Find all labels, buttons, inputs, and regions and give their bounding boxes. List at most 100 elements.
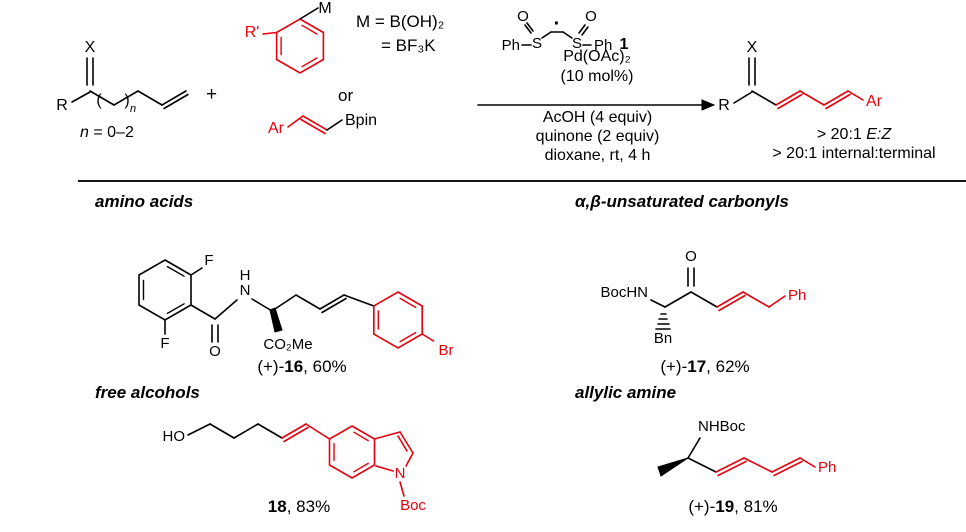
nitrogen-atom-label: N [395,465,406,482]
caption-yield: , 83% [286,497,331,516]
n-range-text: = 0–2 [88,124,134,141]
x-atom-label: X [85,39,96,56]
compound-number: 18 [267,497,287,516]
phenyl-label: Ph [594,37,612,54]
caption-yield: , 62% [706,357,750,376]
difluorophenyl-ring [138,259,192,321]
vinyl-red-bonds [287,115,328,135]
bromine-atom-label: Br [439,342,454,359]
caption-prefix: (+)- [257,357,285,376]
caption-yield: , 60% [303,357,347,376]
heading-amino-acids: amino acids [95,192,194,211]
n-subscript-label: n [130,103,136,115]
arrowhead [701,99,716,111]
compound-16-structure: F F O HN CO₂Me Br [138,252,454,360]
compound-18-red-bonds [281,423,414,497]
r-group-label: R [718,97,730,114]
heading-free-alcohols: free alcohols [95,383,200,402]
complex-dot-label: · [554,13,561,35]
ester-group-label: CO₂Me [263,336,312,353]
metal-definition-line2: = BF₃K [381,36,436,55]
heading-unsaturated-carbonyls: α,β-unsaturated carbonyls [575,192,789,211]
r-prime-bond [262,31,278,35]
phenyl-label: Ph [788,287,806,304]
conditions-block: AcOH (4 equiv) quinone (2 equiv) dioxane… [480,109,715,166]
or-label: or [338,86,354,105]
r-group-label: R [56,97,68,114]
product-diene-bonds [775,90,864,110]
compound-16-atom-labels: F F O HN CO₂Me Br [160,252,453,360]
product-atom-labels: X R Ar [718,39,882,114]
stereo-wedge [269,307,283,333]
close-paren-label: ) [124,92,129,109]
compound-number: 19 [715,497,735,516]
oxygen-atom-label: O [209,343,221,360]
selectivity-ratio: > 20:1 [816,126,867,143]
condition-line-3: dioxane, rt, 4 h [544,146,651,164]
phenyl-label: Ph [818,459,836,476]
compound-17-structure: BocHN Bn O Ph [600,248,806,347]
aryl-partner-structure: MR' [245,0,332,74]
stereo-wedge [657,457,689,477]
benzene-ring [275,18,325,74]
phenyl-label: Ph [502,37,520,54]
benzyl-label: Bn [654,330,672,347]
compound-19-diene-bonds [715,457,816,477]
indole-benzo-ring [328,425,376,479]
selectivity-line-1: > 20:1 E:Z [742,126,966,145]
compound-number: 16 [284,357,304,376]
vinyl-partner-structure: Ar Bpin [268,112,377,137]
catalyst-label: Pd(OAc)₂ [563,48,631,65]
ligand-structure: O O Ph S S · Ph 1 [502,8,629,54]
hash-wedge [655,313,671,330]
hydroxyl-label: HO [163,428,186,445]
reaction-arrow [477,99,716,111]
n-italic: n [80,124,89,141]
reactant-structure: X R ()n [56,39,189,115]
boc-amine-label: BocHN [600,284,648,301]
fluorine-atom-label: F [160,335,169,352]
aryl-partner-atom-labels: MR' [245,0,332,41]
caption-compound-19: (+)-19, 81% [633,497,833,517]
fluorine-atom-label: F [204,252,213,269]
caption-compound-16: (+)-16, 60% [202,357,402,377]
caption-compound-17: (+)-17, 62% [605,357,805,377]
oxygen-atom-label: O [585,8,597,25]
bpin-label: Bpin [345,112,377,129]
hydrogen-atom-label: H [240,267,251,284]
ligand-atom-labels: O O Ph S S · Ph 1 [502,8,629,54]
nitrogen-atom-label: N [240,282,251,299]
compound-17-atom-labels: BocHN Bn O Ph [600,248,806,347]
plus-sign: + [206,84,218,105]
compound-17-red-bonds [716,291,786,312]
boc-amine-label: NHBoc [698,418,746,435]
reactant-atom-labels: X R ()n [56,39,136,115]
ligand-number-label: 1 [620,36,629,53]
open-paren-label: ( [96,92,102,109]
condition-line-2: quinone (2 equiv) [535,127,660,145]
aryl-label: Ar [268,120,285,137]
metal-definition-line1: M = B(OH)₂ [356,12,445,31]
catalyst-loading-label: (10 mol%) [560,68,634,85]
selectivity-block: > 20:1 E:Z > 20:1 internal:terminal [742,126,966,164]
compound-number: 17 [687,357,707,376]
vinyl-partner-atom-labels: Ar Bpin [268,112,377,137]
sulfur-atom-label: S [572,35,582,52]
metal-label: M [318,0,331,17]
bromine-bond [421,333,435,342]
selectivity-line-2: > 20:1 internal:terminal [772,144,936,162]
ez-italic: E:Z [866,126,892,143]
caption-prefix: (+)- [660,357,688,376]
oxygen-atom-label: O [517,8,529,25]
aryl-label: Ar [866,93,883,110]
caption-prefix: (+)- [688,497,716,516]
sulfur-atom-label: S [532,35,542,52]
x-atom-label: X [747,39,758,56]
oxygen-atom-label: O [685,248,697,265]
condition-line-1: AcOH (4 equiv) [542,109,653,126]
heading-allylic-amine: allylic amine [575,383,677,402]
